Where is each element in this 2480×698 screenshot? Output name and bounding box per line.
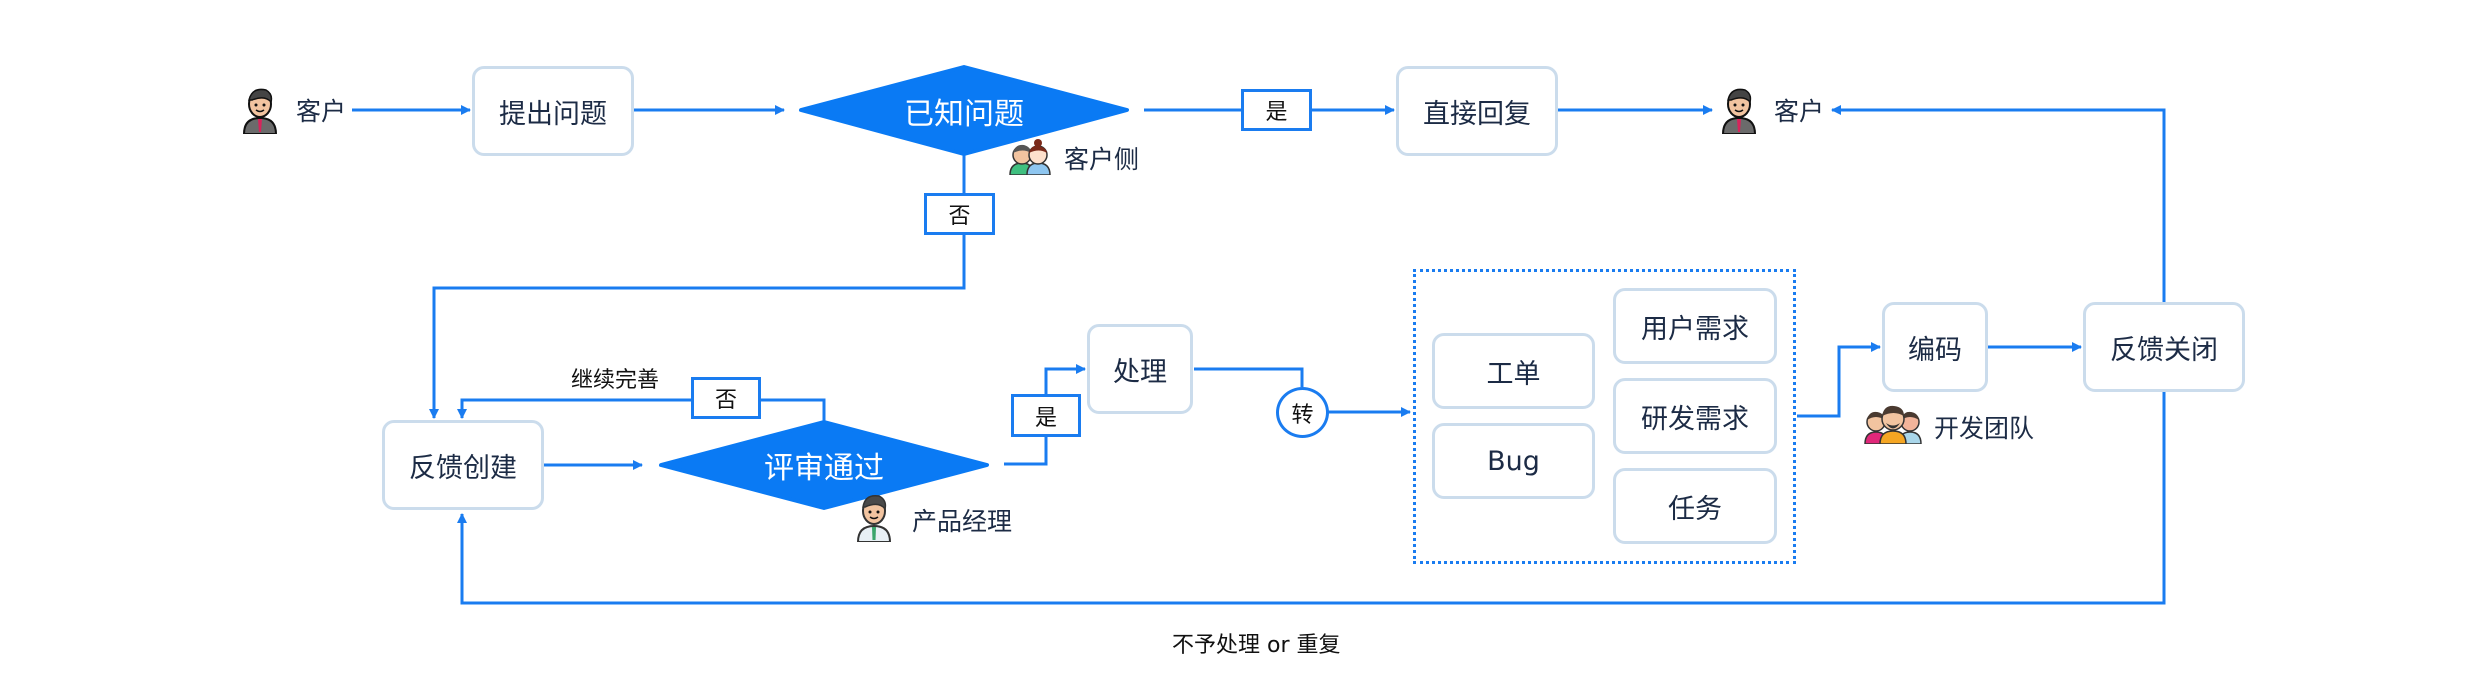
actor-customer-side-label: 客户侧 <box>1064 145 1140 174</box>
node-raise-issue[interactable]: 提出问题 <box>472 66 634 156</box>
node-ticket[interactable]: 工单 <box>1432 333 1595 409</box>
node-feedback-close[interactable]: 反馈关闭 <box>2083 302 2245 392</box>
edge-review-yes <box>1004 369 1085 466</box>
node-dev-requirement[interactable]: 研发需求 <box>1613 378 1777 454</box>
node-bug[interactable]: Bug <box>1432 423 1595 499</box>
decision-known-issue-shape <box>799 65 1129 156</box>
edge-group-to-coding <box>1797 342 1881 418</box>
edge-label-known-yes: 是 <box>1241 89 1312 131</box>
node-process[interactable]: 处理 <box>1087 324 1193 414</box>
node-direct-reply[interactable]: 直接回复 <box>1396 66 1558 156</box>
edge-note-continue-improve: 继续完善 <box>571 368 660 393</box>
edge-label-review-no: 否 <box>691 377 761 419</box>
edge-known-no <box>434 154 966 418</box>
edge-label-review-yes: 是 <box>1011 394 1081 437</box>
decision-known-issue[interactable]: 已知问题 <box>904 96 1024 132</box>
actor-dev-team-label: 开发团队 <box>1934 414 2035 443</box>
edge-label-known-no: 否 <box>924 193 995 235</box>
edge-label-transfer: 转 <box>1276 387 1329 438</box>
edge-note-reject-or-duplicate: 不予处理 or 重复 <box>1172 633 1341 658</box>
product-manager-icon <box>856 494 892 542</box>
node-coding[interactable]: 编码 <box>1882 302 1988 392</box>
dev-team-icon <box>1864 405 1922 444</box>
decision-review-pass-shape <box>659 420 989 510</box>
customer-man-icon <box>242 88 278 134</box>
customer-couple-icon <box>1009 139 1051 175</box>
edge-close-to-customer <box>1831 105 2166 302</box>
actor-product-manager-label: 产品经理 <box>912 507 1013 536</box>
node-feedback-create[interactable]: 反馈创建 <box>382 420 544 510</box>
customer-man-icon <box>1721 88 1757 134</box>
node-user-requirement[interactable]: 用户需求 <box>1613 288 1777 364</box>
decision-review-pass[interactable]: 评审通过 <box>764 451 884 486</box>
work-item-type-group <box>1413 269 1796 564</box>
node-task[interactable]: 任务 <box>1613 468 1777 544</box>
actor-customer-end-label: 客户 <box>1774 97 1825 126</box>
edge-close-to-create <box>457 392 2166 605</box>
actor-customer-start-label: 客户 <box>296 97 347 126</box>
edge-process-to-transfer <box>1194 367 1304 387</box>
edge-review-no <box>462 398 826 422</box>
